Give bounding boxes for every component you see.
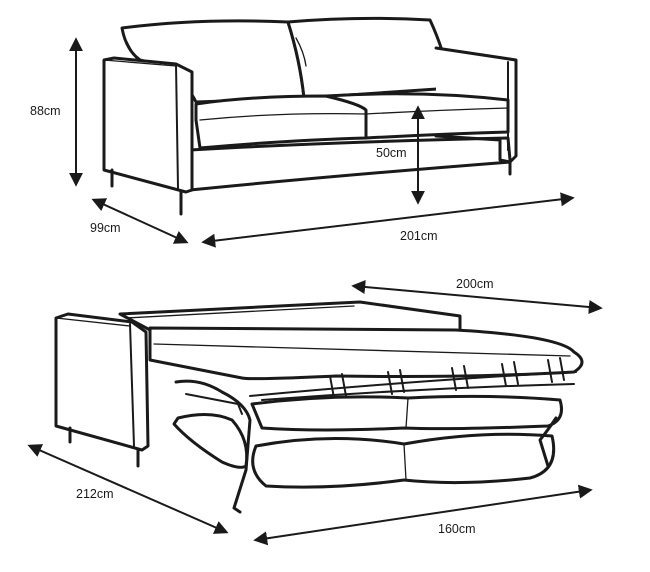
bed-strap-4 <box>501 361 519 387</box>
width-arrow <box>201 192 575 248</box>
bed-drawing <box>54 300 584 514</box>
sofa-back-cushion-right <box>286 16 454 100</box>
height-label: 88cm <box>30 104 61 118</box>
mattress-length-label: 160cm <box>438 522 476 536</box>
mattress-width-label: 200cm <box>456 277 494 291</box>
bed-cushion-lower <box>251 432 556 489</box>
open-length-label: 212cm <box>76 487 114 501</box>
depth-label: 99cm <box>90 221 121 235</box>
sofa-drawing <box>102 16 518 216</box>
depth-arrow <box>91 198 189 244</box>
sofa-left-arm <box>102 56 194 194</box>
mattress-width-arrow <box>351 280 603 314</box>
bed-strap-1 <box>329 373 347 399</box>
seat-height-label: 50cm <box>376 146 407 160</box>
bed-mechanism-right <box>538 416 558 468</box>
sofa-seat-cushion-left <box>194 94 368 150</box>
bed-strap-2 <box>387 369 405 395</box>
open-length-arrow <box>27 444 229 534</box>
bed-strap-5 <box>547 357 565 383</box>
bed-mechanism-left <box>174 379 252 514</box>
bed-side-cushion <box>172 413 249 469</box>
width-label: 201cm <box>400 229 438 243</box>
mattress-length-arrow <box>253 484 593 546</box>
bed-strap-3 <box>451 365 469 391</box>
bed-mattress <box>148 326 584 381</box>
